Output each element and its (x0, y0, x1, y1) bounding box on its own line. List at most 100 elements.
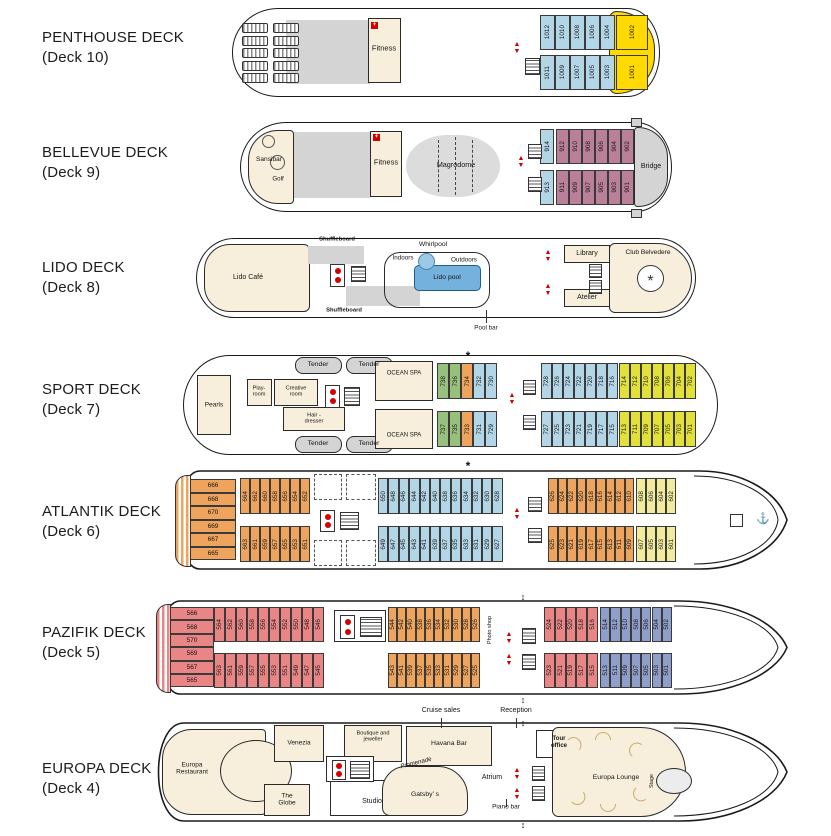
cabin-733: 733 (461, 411, 473, 447)
deck-chair-icon (273, 48, 299, 59)
cabin-606: 606 (646, 478, 656, 514)
cabin-613: 613 (605, 526, 616, 562)
label-lido-pool: Lido pool (433, 274, 461, 282)
area (406, 726, 492, 766)
cabin-number: 1003 (604, 65, 611, 80)
cabin-562: 562 (225, 607, 236, 642)
elevator-dot (336, 763, 342, 769)
cabin-number: 535 (425, 665, 433, 676)
cabin-633: 633 (461, 526, 472, 562)
cabin-505: 505 (641, 653, 652, 688)
cabin-609: 609 (624, 526, 635, 562)
cabin-1011: 1011 (540, 55, 555, 90)
stairs-icon (532, 766, 545, 781)
cabin-number: 564 (216, 619, 223, 630)
elevator-dot (324, 513, 331, 520)
cabin-number: 904 (611, 141, 618, 152)
cabin-628: 628 (492, 478, 503, 514)
cabin-531: 531 (443, 653, 453, 688)
cabin-729: 729 (485, 411, 497, 447)
cabin-number: 536 (425, 619, 433, 630)
cabin-number: 707 (654, 423, 661, 435)
cabin-715: 715 (607, 411, 618, 447)
cabin-number: 1005 (589, 65, 596, 80)
cabin-number: 642 (421, 490, 429, 502)
elevator-icon (332, 760, 346, 780)
stairs-icon (344, 387, 360, 406)
deck-subtitle: (Deck 5) (42, 643, 101, 661)
cabin-1009: 1009 (555, 55, 570, 90)
cabin-number: 663 (241, 538, 249, 550)
deck-title: ATLANTIK DECK (42, 503, 162, 520)
cabin-534: 534 (434, 607, 444, 642)
cabin-640: 640 (430, 478, 441, 514)
cabin-number: 507 (632, 665, 640, 676)
cabin-664: 664 (240, 478, 250, 514)
cabin-number: 629 (483, 538, 491, 550)
cabin-number: 560 (238, 619, 245, 630)
cabin-669: 669 (190, 519, 236, 533)
cabin-1006: 1006 (585, 15, 600, 50)
stair-arrows-icon: ▲ ▼ (544, 249, 552, 263)
label-club-belvedere: Club Belvedere (625, 249, 671, 257)
cabin-555: 555 (258, 653, 269, 688)
cabin-number: 637 (442, 538, 450, 550)
deck-label-penthouse: PENTHOUSE DECK(Deck 10) (42, 28, 184, 67)
cabin-number: 635 (452, 538, 460, 550)
deck-label-lido: LIDO DECK(Deck 8) (42, 258, 125, 297)
cabin-number: 631 (473, 538, 481, 550)
deck-subtitle: (Deck 8) (42, 278, 101, 296)
cabin-643: 643 (409, 526, 420, 562)
cabin-910: 910 (569, 129, 582, 164)
cabin-number: 901 (624, 182, 631, 193)
cabin-number: 726 (554, 375, 561, 387)
cabin-611: 611 (615, 526, 625, 562)
cabin-642: 642 (419, 478, 430, 514)
deck-mark: ↕ (520, 695, 526, 705)
label-shuffleboard: Shuffleboard (326, 307, 362, 314)
cabin-735: 735 (449, 411, 461, 447)
cabin-number: 545 (315, 665, 322, 676)
label-photo-shop: Photo shop (486, 615, 493, 645)
deck-chair-icon (273, 23, 299, 33)
deck-title: SPORT DECK (42, 381, 141, 398)
cabin-number: 711 (632, 423, 639, 435)
cabin-number: 532 (444, 619, 452, 630)
cabin-number: 644 (410, 490, 418, 502)
cabin-number: 519 (567, 665, 575, 676)
cabin-number: 558 (249, 619, 256, 630)
cabin-913: 913 (540, 170, 554, 205)
area (370, 131, 402, 197)
deck-mark: ↕ (520, 592, 526, 602)
cabin-number: 616 (597, 490, 605, 502)
cabin-736: 736 (449, 363, 461, 399)
deck-label-pazifik: PAZIFIK DECK(Deck 5) (42, 623, 146, 662)
cabin-number: 714 (621, 375, 628, 387)
cabin-number: 562 (227, 619, 234, 630)
cabin-number: 652 (301, 490, 309, 502)
cabin-507: 507 (630, 653, 642, 688)
cabin-532: 532 (443, 607, 453, 642)
cabin-number: 638 (442, 490, 450, 502)
label-gatsby-s: Gatsby’ s (410, 791, 440, 799)
elevator-dot (334, 268, 341, 274)
cabin-number: 632 (473, 490, 481, 502)
cabin-723: 723 (563, 411, 574, 447)
cabin-511: 511 (610, 653, 621, 688)
cabin-546: 546 (313, 607, 324, 642)
cabin-number: 509 (622, 665, 630, 676)
elevator-icon (320, 510, 335, 532)
cabin-number: 656 (281, 490, 289, 502)
cabin-524: 524 (544, 607, 555, 642)
cabin-650: 650 (378, 478, 389, 514)
cabin-703: 703 (674, 411, 685, 447)
cabin-number: 649 (379, 538, 387, 550)
stairs-icon (528, 177, 542, 192)
stair-arrows-icon: ▲ ▼ (544, 283, 552, 297)
cabin-number: 614 (606, 490, 614, 502)
cabin-number: 664 (241, 490, 249, 502)
cabin-number: 724 (565, 375, 572, 387)
